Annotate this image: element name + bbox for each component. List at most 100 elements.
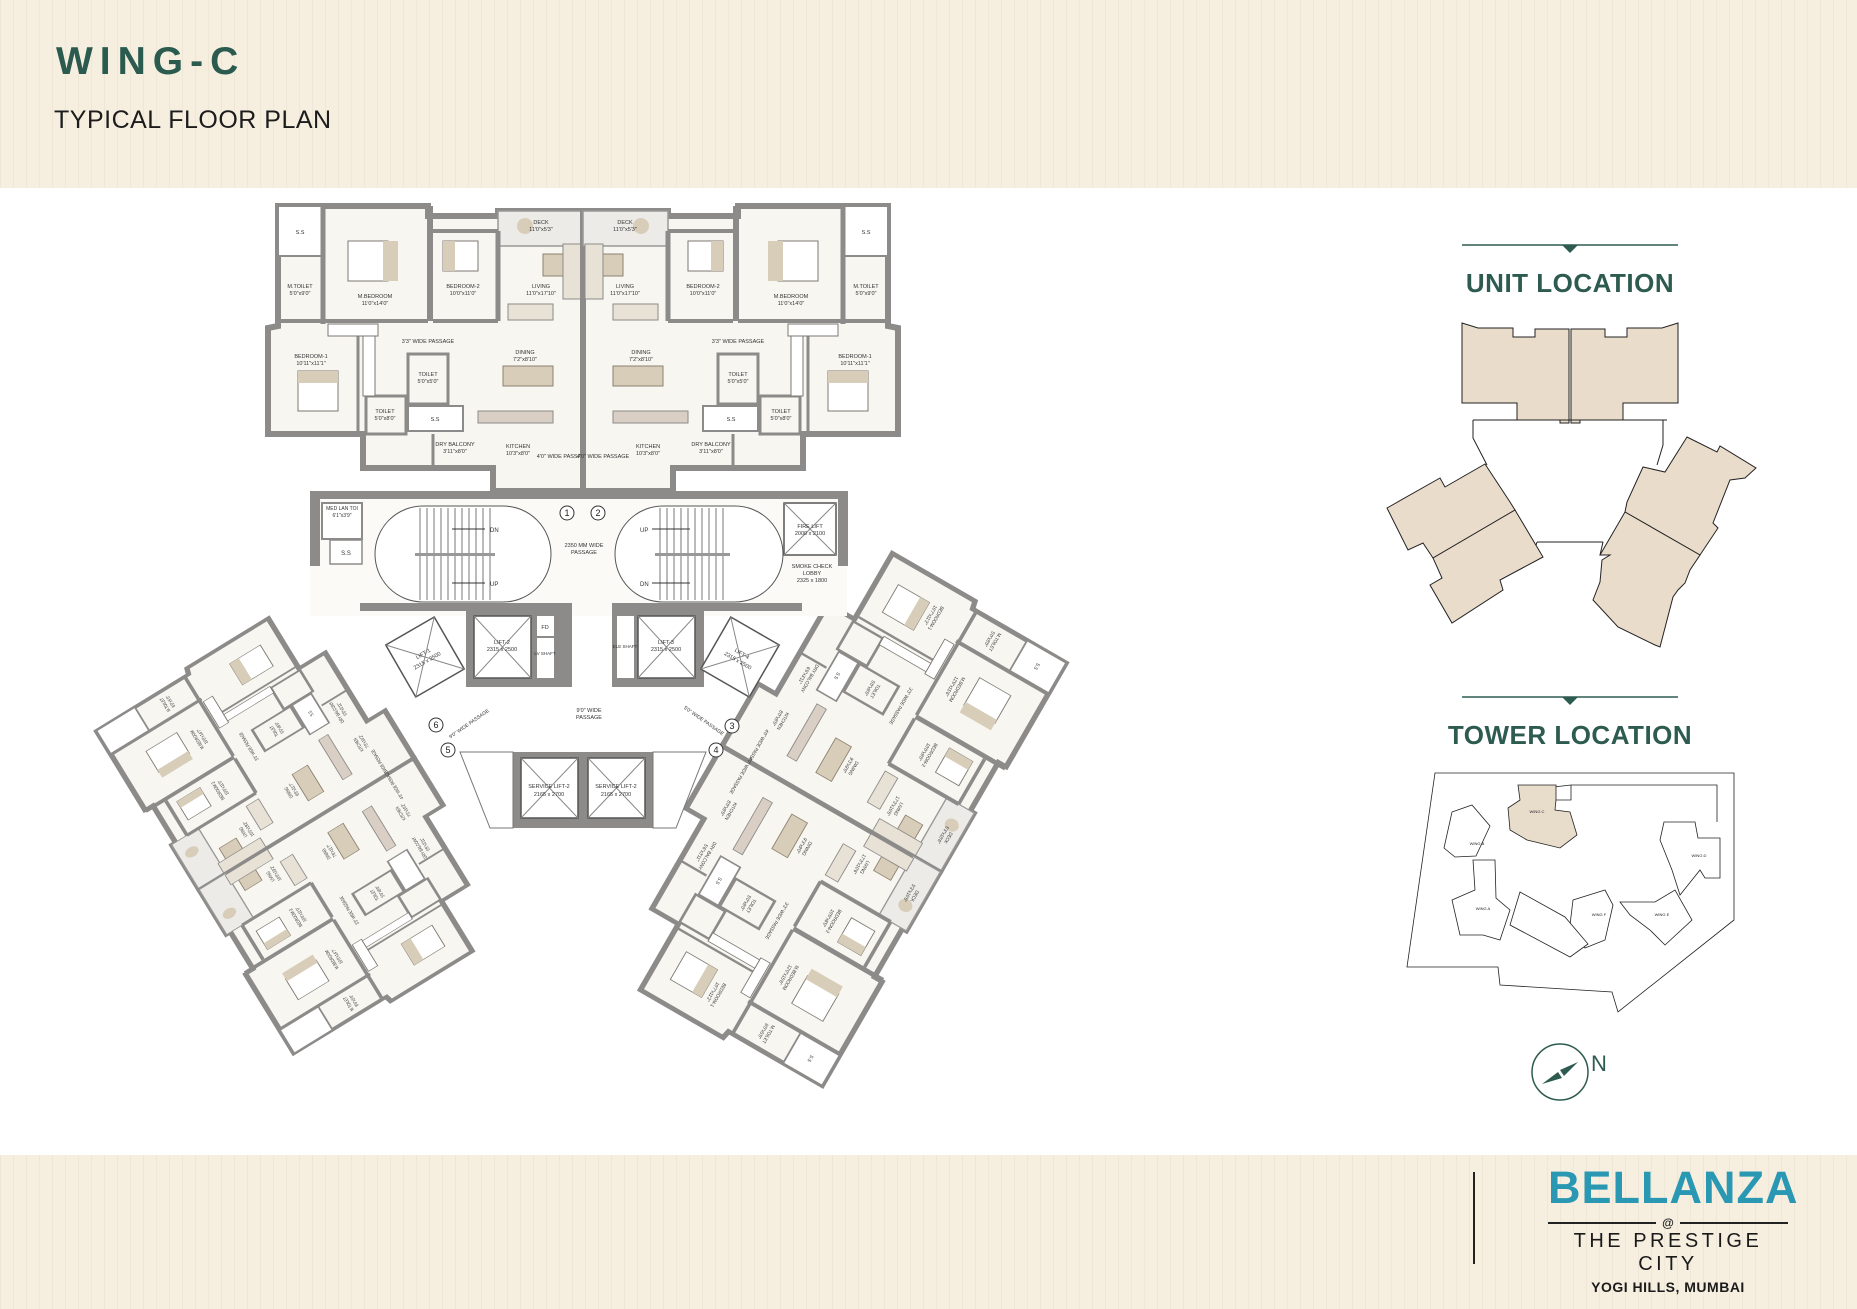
room-name: M.TOILET: [287, 284, 313, 290]
logo-rule: [1548, 1222, 1657, 1224]
svg-text:LIFT-3: LIFT-3: [658, 640, 674, 646]
room-label: S.S: [1033, 662, 1041, 671]
stair-down-label: DN: [490, 528, 499, 534]
svg-text:2165 x 2700: 2165 x 2700: [534, 792, 564, 798]
room-size: 11'0"x14'0": [778, 301, 805, 307]
room-label: BEDROOM-110'11"x11'1": [838, 354, 871, 367]
room-label: BEDROOM-210'0"x11'0": [446, 284, 479, 297]
wing-title: WING-C: [56, 40, 246, 83]
room-name: BEDROOM-1: [838, 354, 871, 360]
apartment-unit: M.BEDROOM10'0"x14'7"M.TOILET8'0"x5'0"BED…: [193, 755, 516, 1059]
node-6: 6: [433, 720, 438, 730]
room-label: S.S: [727, 417, 736, 423]
room-name: 3'3" WIDE PASSAGE: [402, 339, 455, 345]
room-size: 10'3"x8'0": [636, 451, 660, 457]
smoke-lobby-label-2: LOBBY: [803, 571, 822, 577]
node-5: 5: [445, 745, 450, 755]
room-name: S.S: [833, 671, 841, 680]
svg-text:2000 x 2100: 2000 x 2100: [795, 531, 825, 537]
room-label: 3'3" WIDE PASSAGE: [402, 339, 455, 345]
room-size: 10'0"x11'0": [690, 291, 717, 297]
logo-rule: [1679, 1222, 1789, 1224]
room-size: 5'0"x5'0": [728, 379, 749, 385]
stair-down-label: DN: [640, 582, 649, 588]
room-size: 5'0"x8'0": [375, 416, 396, 422]
lift-4: LIFT-4 2315 x 2500: [699, 615, 781, 699]
unit-location-title: UNIT LOCATION: [1465, 268, 1675, 298]
lv-shaft-label: LV SHAFT: [534, 651, 555, 656]
node-markers: [428, 505, 740, 758]
room-label: S.S: [715, 876, 723, 885]
room-label: BEDROOM-210'0"x11'0": [686, 284, 719, 297]
apartment-units: S.SM.TOILET5'0"x9'0"M.BEDROOM11'0"x14'0"…: [93, 206, 1070, 1092]
room-name: TOILET: [728, 372, 748, 378]
room-label: 3'3" WIDE PASSAGE: [712, 339, 765, 345]
footer-band: [0, 1155, 1857, 1309]
room-label: S.S: [862, 230, 871, 236]
room-name: DINING: [283, 786, 294, 799]
side-passage-left-label: 9'0" WIDE PASSAGE: [448, 708, 491, 741]
room-name: TOILET: [369, 888, 380, 901]
logo-brand: BELLANZA: [1548, 1162, 1799, 1213]
room-name: DECK: [909, 889, 920, 903]
apartment-unit: S.SM.TOILET8'0"x5'0"M.BEDROOM12'0"x15'6"…: [596, 742, 947, 1093]
node-4: 4: [713, 745, 718, 755]
medical-toilet-label: MED LAN TOI: [326, 506, 358, 512]
room-name: KITCHEN: [506, 444, 530, 450]
room-size: 10'11"x11'1": [840, 361, 869, 367]
room-name: S.S: [431, 417, 440, 423]
fire-lift: FIRE LIFT 2000 x 2100: [783, 502, 837, 556]
room-name: DINING: [631, 350, 650, 356]
main-passage-label-2: PASSAGE: [571, 550, 597, 556]
room-label: S.S: [296, 230, 305, 236]
smoke-lobby-label: SMOKE CHECK: [792, 564, 833, 570]
svg-text:FIRE LIFT: FIRE LIFT: [797, 524, 823, 530]
room-size: 11'0"x5'3": [529, 227, 553, 233]
apartment-unit: M.BEDROOM10'0"x14'7"M.TOILET8'0"x5'0"BED…: [93, 591, 416, 895]
room-size: 5'0"x9'0": [856, 291, 877, 297]
smoke-lobby-size: 2325 x 1800: [797, 578, 827, 584]
staircase-right: UP DN: [614, 505, 784, 603]
room-name: LIVING: [892, 801, 904, 816]
room-size: 8'0"x5'0": [348, 993, 360, 1007]
svg-text:2315 x 2500: 2315 x 2500: [487, 647, 517, 653]
footer-divider: [1473, 1172, 1475, 1264]
fd-label: FD: [541, 625, 548, 631]
lift-2: LIFT-2 2315 x 2500 FD LV SHAFT: [466, 611, 572, 687]
room-name: BEDROOM-1: [294, 354, 327, 360]
svg-text:LIFT-2: LIFT-2: [494, 640, 510, 646]
room-name: TOILET: [268, 724, 279, 737]
node-3: 3: [729, 721, 734, 731]
node-2: 2: [595, 508, 600, 518]
room-name: TOILET: [375, 409, 395, 415]
room-name: S.S: [727, 417, 736, 423]
room-size: 11'0"x5'3": [613, 227, 637, 233]
side-passage-right-label: 5'0" WIDE PASSAGE: [682, 705, 725, 738]
bellanza-logo: BELLANZA @ THE PRESTIGE CITY YOGI HILLS,…: [1548, 1162, 1799, 1295]
svg-text:2315 x 2500: 2315 x 2500: [651, 647, 681, 653]
room-name: DRY BALCONY: [691, 442, 731, 448]
room-name: BEDROOM-2: [446, 284, 479, 290]
apartment-unit: S.SM.TOILET5'0"x9'0"M.BEDROOM11'0"x14'0"…: [577, 206, 898, 491]
logo-city: THE PRESTIGE CITY: [1573, 1230, 1763, 1275]
room-name: KITCHEN: [636, 444, 660, 450]
room-name: S.S: [806, 1054, 814, 1063]
room-name: LIVING: [238, 826, 249, 839]
plan-subtitle: TYPICAL FLOOR PLAN: [54, 106, 332, 134]
svg-text:SERVICE LIFT-2: SERVICE LIFT-2: [595, 784, 636, 790]
room-size: 5'0"x5'0": [418, 379, 439, 385]
room-size: 10'3"x8'0": [506, 451, 530, 457]
room-name: DINING: [515, 350, 534, 356]
main-passage-label: 2350 MM WIDE: [565, 543, 604, 549]
service-core: MED LAN TOI 6'1"x3'9" S.S DN UP: [310, 491, 848, 829]
